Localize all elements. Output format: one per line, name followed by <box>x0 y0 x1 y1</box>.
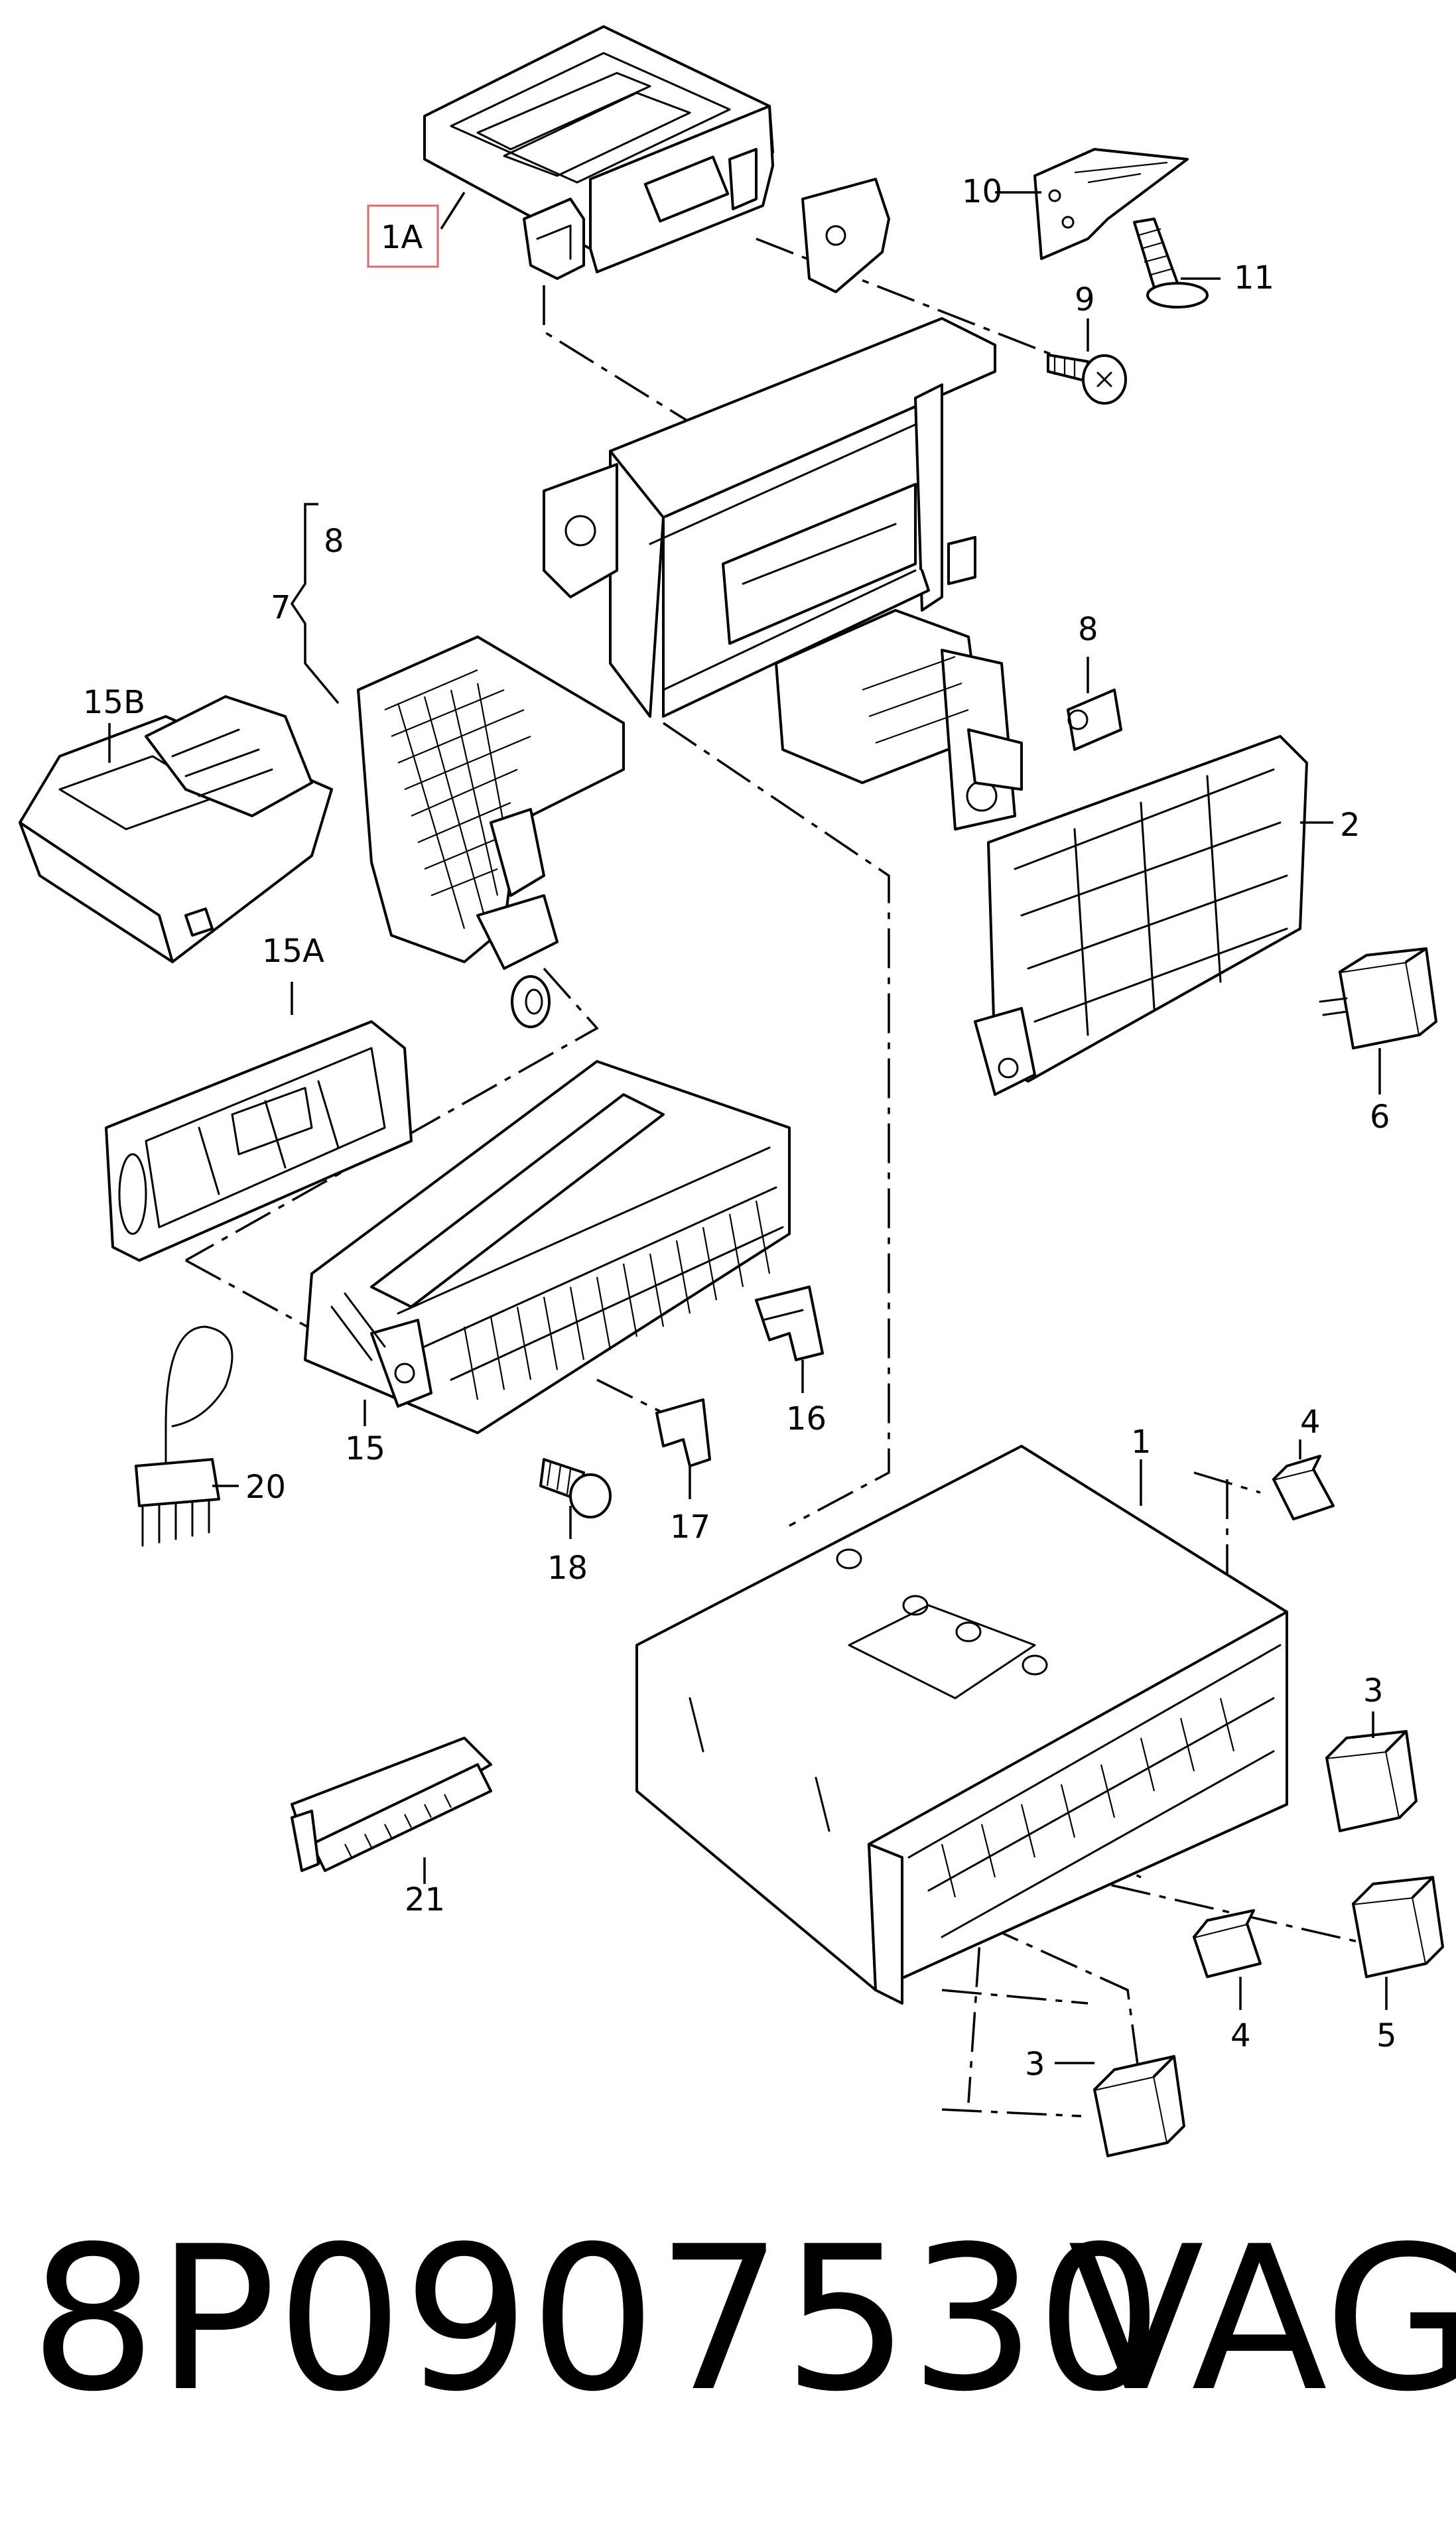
fuse-17[interactable] <box>655 1398 711 1467</box>
callout-5: 5 <box>1376 2017 1397 2054</box>
callout-20: 20 <box>245 1469 286 1506</box>
fuse-box-15[interactable] <box>304 1060 791 1434</box>
fuse-16[interactable] <box>755 1286 824 1361</box>
control-module-1a[interactable] <box>423 25 774 280</box>
callout-4-bottom: 4 <box>1230 2017 1251 2054</box>
carrier-frame[interactable] <box>543 317 1023 831</box>
callout-9: 9 <box>1075 281 1095 318</box>
callout-15: 15 <box>345 1430 385 1467</box>
callout-3-bottom: 3 <box>1025 2046 1045 2083</box>
part-number-label: 8P0907530 <box>30 2204 1163 2435</box>
relay-3b[interactable] <box>1093 2055 1185 2157</box>
callout-16: 16 <box>786 1400 827 1437</box>
bracket-10[interactable] <box>1033 148 1189 260</box>
puller-tool-21[interactable] <box>291 1737 492 1872</box>
relay-4b[interactable] <box>1193 1909 1262 1978</box>
screw-9[interactable] <box>1047 354 1127 405</box>
electronics-box-1[interactable] <box>635 1445 1288 2005</box>
callout-1a-box <box>367 204 439 268</box>
callout-8-top: 8 <box>324 523 344 560</box>
cover-15b[interactable] <box>19 695 333 963</box>
callout-18: 18 <box>547 1550 588 1587</box>
callout-1: 1 <box>1131 1424 1152 1461</box>
callout-7: 7 <box>271 589 291 626</box>
cover-15a[interactable] <box>105 1020 413 1262</box>
callout-2: 2 <box>1340 807 1360 844</box>
relay-6[interactable] <box>1319 947 1437 1049</box>
mounting-tab <box>801 178 890 293</box>
callout-15b: 15B <box>83 684 145 721</box>
callout-10: 10 <box>962 173 1002 210</box>
clip-8-left[interactable] <box>290 503 340 704</box>
callout-17: 17 <box>670 1508 710 1546</box>
leader-lines <box>108 191 1388 2064</box>
screw-18[interactable] <box>539 1458 612 1518</box>
callout-labels: 1A 10 11 9 8 7 8 15B 2 15A 6 20 15 16 17… <box>83 173 1397 2083</box>
callout-1a: 1A <box>381 219 423 256</box>
relay-5[interactable] <box>1352 1876 1444 1978</box>
support-bracket-7[interactable] <box>357 635 625 1028</box>
callout-3-right: 3 <box>1363 1672 1384 1709</box>
callout-6: 6 <box>1370 1099 1390 1136</box>
callout-15a: 15A <box>262 933 324 970</box>
callout-8-right: 8 <box>1078 611 1098 648</box>
relay-carrier-2[interactable] <box>974 735 1308 1096</box>
callout-21: 21 <box>405 1881 445 1918</box>
callout-11: 11 <box>1234 259 1274 297</box>
brand-label: VAG <box>1068 2204 1456 2435</box>
relay-4a[interactable] <box>1272 1455 1335 1520</box>
screw-11[interactable] <box>1133 218 1209 308</box>
relay-3a[interactable] <box>1325 1730 1418 1832</box>
clip-8-right[interactable] <box>1067 689 1122 751</box>
wiring-20[interactable] <box>135 1325 233 1547</box>
callout-4-top: 4 <box>1300 1404 1321 1441</box>
